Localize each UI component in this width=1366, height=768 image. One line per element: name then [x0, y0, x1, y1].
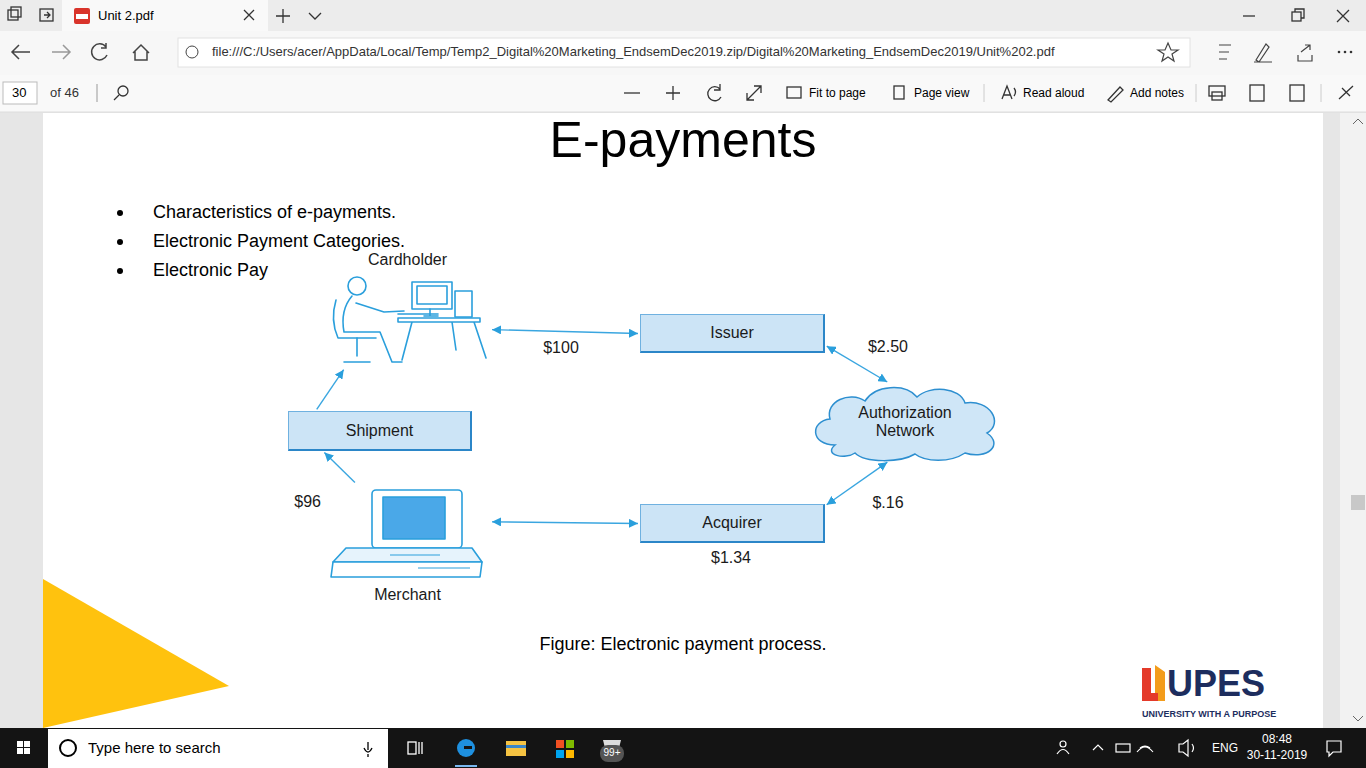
tab-title-wrap: Unit 2.pdf [98, 8, 154, 24]
corner-triangle [43, 579, 229, 728]
tab-bar [0, 0, 1366, 31]
page-count: of 46 [50, 85, 79, 101]
slide-title: E-payments [43, 113, 1323, 168]
logo-tagline-wrap: UNIVERSITY WITH A PURPOSE [1142, 709, 1276, 720]
amount-label-wrap: $1.34 [711, 548, 751, 567]
toolbar-button-label: Add notes [1130, 86, 1184, 100]
page-number: 30 [12, 85, 26, 101]
bullet-item-wrap: Electronic Payment Categories. [153, 231, 405, 253]
clock-date-wrap: 30-11-2019 [1247, 748, 1308, 762]
amount-label: $.16 [870, 493, 905, 512]
caption-block: Figure: Electronic payment process. [43, 634, 1323, 656]
bullet-item: Electronic Pay [153, 260, 268, 282]
node-label: Cardholder [368, 250, 447, 269]
cloud-shape [816, 388, 995, 461]
edge-label-wrap: $96 [292, 492, 323, 511]
pdf-icon [74, 8, 90, 24]
taskbar [0, 728, 1366, 768]
edge-label-wrap: $2.50 [866, 337, 910, 356]
bullet-dots [117, 210, 123, 274]
node-label: Merchant [374, 585, 441, 604]
tab-strip [0, 0, 1366, 31]
amount-label: $1.34 [711, 548, 751, 567]
toolbar-button-label-wrap: Add notes [1130, 86, 1184, 100]
tab-title: Unit 2.pdf [98, 8, 154, 24]
amount-label: $2.50 [866, 337, 910, 356]
bullet-item-wrap: Electronic Pay [153, 260, 268, 282]
logo-mark [1142, 665, 1165, 701]
node-label: Issuer [710, 323, 754, 342]
badge-count: 99+ [604, 747, 621, 759]
process-box: Shipment [288, 411, 472, 451]
network-cloud: Authorization Network [805, 383, 1005, 461]
amount-label: $100 [541, 338, 581, 357]
logo-wordmark: UPES [1167, 662, 1265, 705]
badge-count-wrap: 99+ [604, 747, 621, 759]
process-box: Acquirer [640, 504, 825, 543]
pdf-toolbar [0, 75, 1366, 112]
bullet-item: Electronic Payment Categories. [153, 231, 405, 253]
page-number-wrap: 30 [12, 85, 26, 101]
node-label: Authorization Network [840, 404, 970, 441]
pdf-icon-band [76, 14, 88, 19]
process-box: Issuer [640, 314, 825, 353]
toolbar-button-label-wrap: Read aloud [1023, 86, 1084, 100]
language-indicator: ENG [1212, 741, 1238, 755]
language-indicator-wrap: ENG [1212, 741, 1238, 755]
toolbar-button-label-wrap: Fit to page [809, 86, 866, 100]
address-url-wrap: file:///C:/Users/acer/AppData/Local/Temp… [212, 44, 1055, 60]
cardholder-illustration [333, 277, 486, 362]
search-placeholder: Type here to search [88, 739, 221, 757]
toolbar-button-label: Read aloud [1023, 86, 1084, 100]
viewer-background [0, 113, 1366, 728]
node-label: Shipment [346, 421, 414, 440]
scrollbar [1340, 113, 1366, 728]
slide-page [43, 113, 1323, 728]
edge-label-wrap: $.16 [870, 493, 905, 512]
figure-caption: Figure: Electronic payment process. [43, 634, 1323, 656]
connector [492, 522, 638, 524]
clock-time: 08:48 [1262, 732, 1292, 746]
toolbar-button-label: Fit to page [809, 86, 866, 100]
address-row [0, 31, 1366, 75]
connector [317, 370, 344, 410]
merchant-figure: Merchant [325, 484, 490, 606]
title-block: E-payments [43, 113, 1323, 168]
logo-tagline: UNIVERSITY WITH A PURPOSE [1142, 709, 1276, 720]
amount-label: $96 [292, 492, 323, 511]
cardholder-figure: Cardholder [325, 248, 490, 368]
edge-label-wrap: $100 [541, 338, 581, 357]
connector [324, 452, 355, 482]
search-placeholder-wrap: Type here to search [88, 739, 221, 757]
bullet-item-wrap: Characteristics of e-payments. [153, 202, 396, 224]
toolbar-button-label: Page view [914, 86, 969, 100]
connector [492, 330, 638, 334]
page-count-wrap: of 46 [50, 85, 79, 101]
toolbar-button-label-wrap: Page view [914, 86, 969, 100]
logo-wordmark-wrap: UPES [1167, 662, 1265, 705]
tab-icons [8, 7, 1349, 23]
active-tab [62, 0, 268, 31]
bullet-item: Characteristics of e-payments. [153, 202, 396, 224]
address-url: file:///C:/Users/acer/AppData/Local/Temp… [212, 44, 1055, 60]
node-label: Acquirer [702, 513, 762, 532]
clock-date: 30-11-2019 [1247, 748, 1308, 762]
merchant-illustration [331, 490, 482, 577]
clock-time-wrap: 08:48 [1262, 732, 1292, 746]
